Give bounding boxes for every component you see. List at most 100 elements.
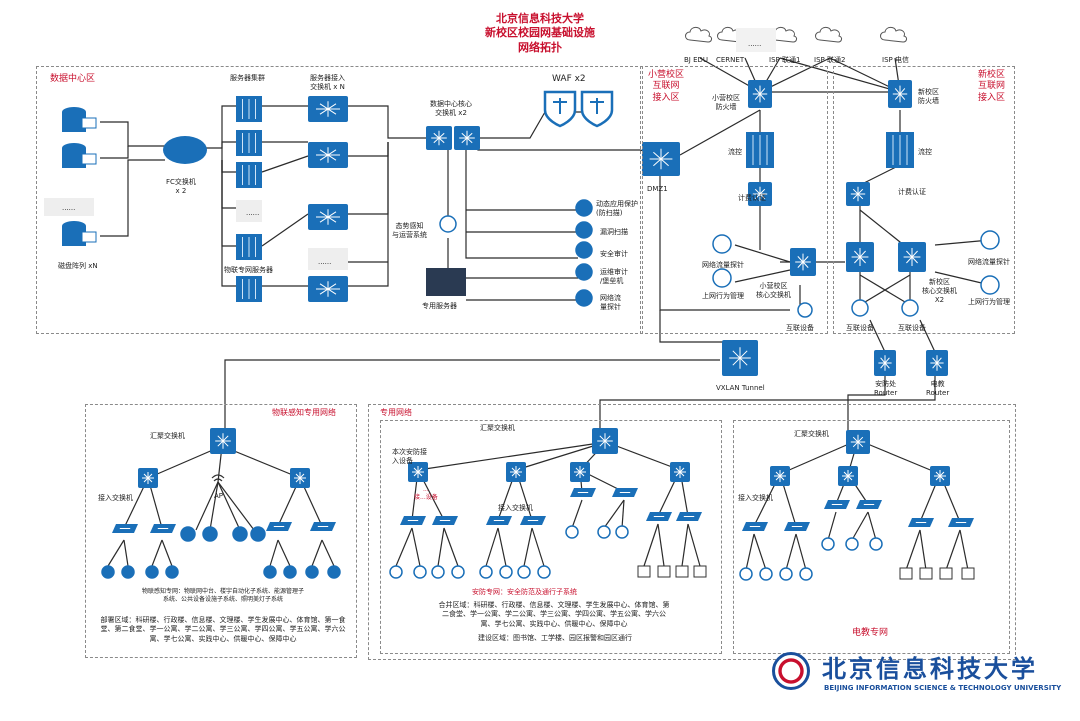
link-line-108 xyxy=(687,523,701,567)
edu-access-icon-1 xyxy=(784,522,810,531)
special-area1: 合并区域：科研楼、行政楼、信息楼、文理楼、学生发展中心、体育馆、第二食堂、学一公… xyxy=(438,601,670,628)
special-access-icon-5 xyxy=(612,488,638,497)
edu-access-icon-4 xyxy=(908,518,934,527)
iot-end-icon-4 xyxy=(263,565,277,579)
cloud-label-cernet: CERNET xyxy=(716,56,745,64)
link-line-62 xyxy=(224,359,720,432)
university-logo-cn: 北京信息科技大学 xyxy=(822,654,1038,683)
link-line-121 xyxy=(795,533,807,571)
special-end-icon-2 xyxy=(431,565,445,579)
cloud-label-isp1: ISP 联通1 xyxy=(769,56,801,64)
edu-access-icon-0 xyxy=(742,522,768,531)
server-access-switch-icon-3 xyxy=(308,276,348,302)
special-end2-icon-1 xyxy=(597,525,611,539)
iot-device-icon-0 xyxy=(180,526,196,542)
link-line-104 xyxy=(621,499,625,529)
edu-end2-icon-2 xyxy=(869,537,883,551)
server-dots-box-2 xyxy=(308,248,348,270)
nc-core-switch-icon-1 xyxy=(898,242,926,272)
cloud-mask xyxy=(736,28,776,52)
link-line-111 xyxy=(857,439,941,475)
link-line-118 xyxy=(745,533,755,571)
special-switch-icon-0 xyxy=(408,462,428,482)
link-line-97 xyxy=(443,527,459,567)
edu-agg-switch-icon xyxy=(846,430,870,454)
special-this-security: 本次安防接入设备 xyxy=(392,448,427,465)
edu-access-icon-3 xyxy=(856,500,882,509)
link-line-44 xyxy=(859,164,901,186)
xy-probe-icon xyxy=(712,234,732,254)
special-zone-outer xyxy=(368,404,1016,660)
link-line-70 xyxy=(217,481,241,531)
xy-behavior-icon xyxy=(712,268,732,288)
iot-zone-label: 物联感知专用网络 xyxy=(272,408,336,417)
link-line-123 xyxy=(851,511,869,541)
special-end-icon-6 xyxy=(517,565,531,579)
security-device-icon-4 xyxy=(575,289,593,307)
newcampus-zone xyxy=(833,66,1015,334)
link-line-124 xyxy=(867,511,877,541)
edu-cam-icon-1 xyxy=(919,567,933,580)
iot-end-icon-5 xyxy=(283,565,297,579)
link-line-8 xyxy=(221,160,236,287)
link-line-105 xyxy=(643,523,659,567)
link-line-79 xyxy=(277,539,291,567)
edu-cam-icon-0 xyxy=(899,567,913,580)
cloud-label-isp2: ISP 联通2 xyxy=(814,56,846,64)
waf-mark-1 xyxy=(590,98,604,114)
link-line-17 xyxy=(348,142,389,287)
server-access-switch-icon-1 xyxy=(308,142,348,168)
disk-body-0 xyxy=(62,112,86,132)
link-line-61 xyxy=(659,310,740,343)
sec-label-1: 漏洞扫描 xyxy=(600,228,628,236)
security-device-icon-0 xyxy=(575,199,593,217)
xy-probe-label: 网络流量探针 xyxy=(702,261,744,269)
link-line-59 xyxy=(599,375,936,430)
iot-zone xyxy=(85,404,357,658)
special-access-icon-0 xyxy=(400,516,426,525)
server-access-label: 服务器接入交换机 x N xyxy=(310,74,345,91)
link-line-100 xyxy=(523,527,533,567)
nc-flow-icon xyxy=(886,132,914,168)
xy-link-icon xyxy=(797,302,813,318)
link-line-52 xyxy=(734,269,791,283)
link-line-107 xyxy=(681,523,689,567)
link-line-120 xyxy=(785,533,797,571)
server-dots-2: ...... xyxy=(318,258,332,266)
iot-desc: 物联感知专网：物联网中台、楼宇自动化子系统、能源管理子系统、公共设备设施子系统、… xyxy=(141,588,304,604)
edu-end-icon-3 xyxy=(799,567,813,581)
link-line-19 xyxy=(470,111,546,139)
special-zone-inner xyxy=(380,420,722,654)
security-device-icon-2 xyxy=(575,241,593,259)
dc-core-switch-icon-1 xyxy=(454,126,480,150)
special-cam-icon-3 xyxy=(693,565,707,578)
link-line-126 xyxy=(919,529,927,571)
special-access-icon-3 xyxy=(520,516,546,525)
iot-server-label: 物联专网服务器 xyxy=(224,266,273,274)
iot-switch-icon-0 xyxy=(138,468,158,488)
link-line-98 xyxy=(485,527,499,567)
disk-dots: ...... xyxy=(62,204,76,212)
nc-probe-icon xyxy=(980,230,1000,250)
link-line-99 xyxy=(497,527,507,567)
link-line-11 xyxy=(261,155,309,173)
iot-end-icon-1 xyxy=(121,565,135,579)
nc-billing-label: 计费认证 xyxy=(898,188,926,196)
link-line-103 xyxy=(603,499,625,529)
edu-end-icon-0 xyxy=(739,567,753,581)
iot-end-icon-6 xyxy=(305,565,319,579)
dc-core-label: 数据中心核心交换机 x2 xyxy=(430,100,472,117)
server-icon-1 xyxy=(236,130,262,156)
cloud-label-isp3: ISP 电信 xyxy=(882,56,909,64)
link-line-128 xyxy=(959,529,969,571)
link-line-83 xyxy=(515,441,607,471)
link-line-14 xyxy=(348,105,426,139)
link-line-68 xyxy=(195,481,219,531)
iot-end-icon-7 xyxy=(327,565,341,579)
iot-agg-label: 汇聚交换机 xyxy=(150,432,185,440)
special-end-icon-7 xyxy=(537,565,551,579)
security-device-icon-3 xyxy=(575,263,593,281)
link-line-122 xyxy=(827,511,837,541)
